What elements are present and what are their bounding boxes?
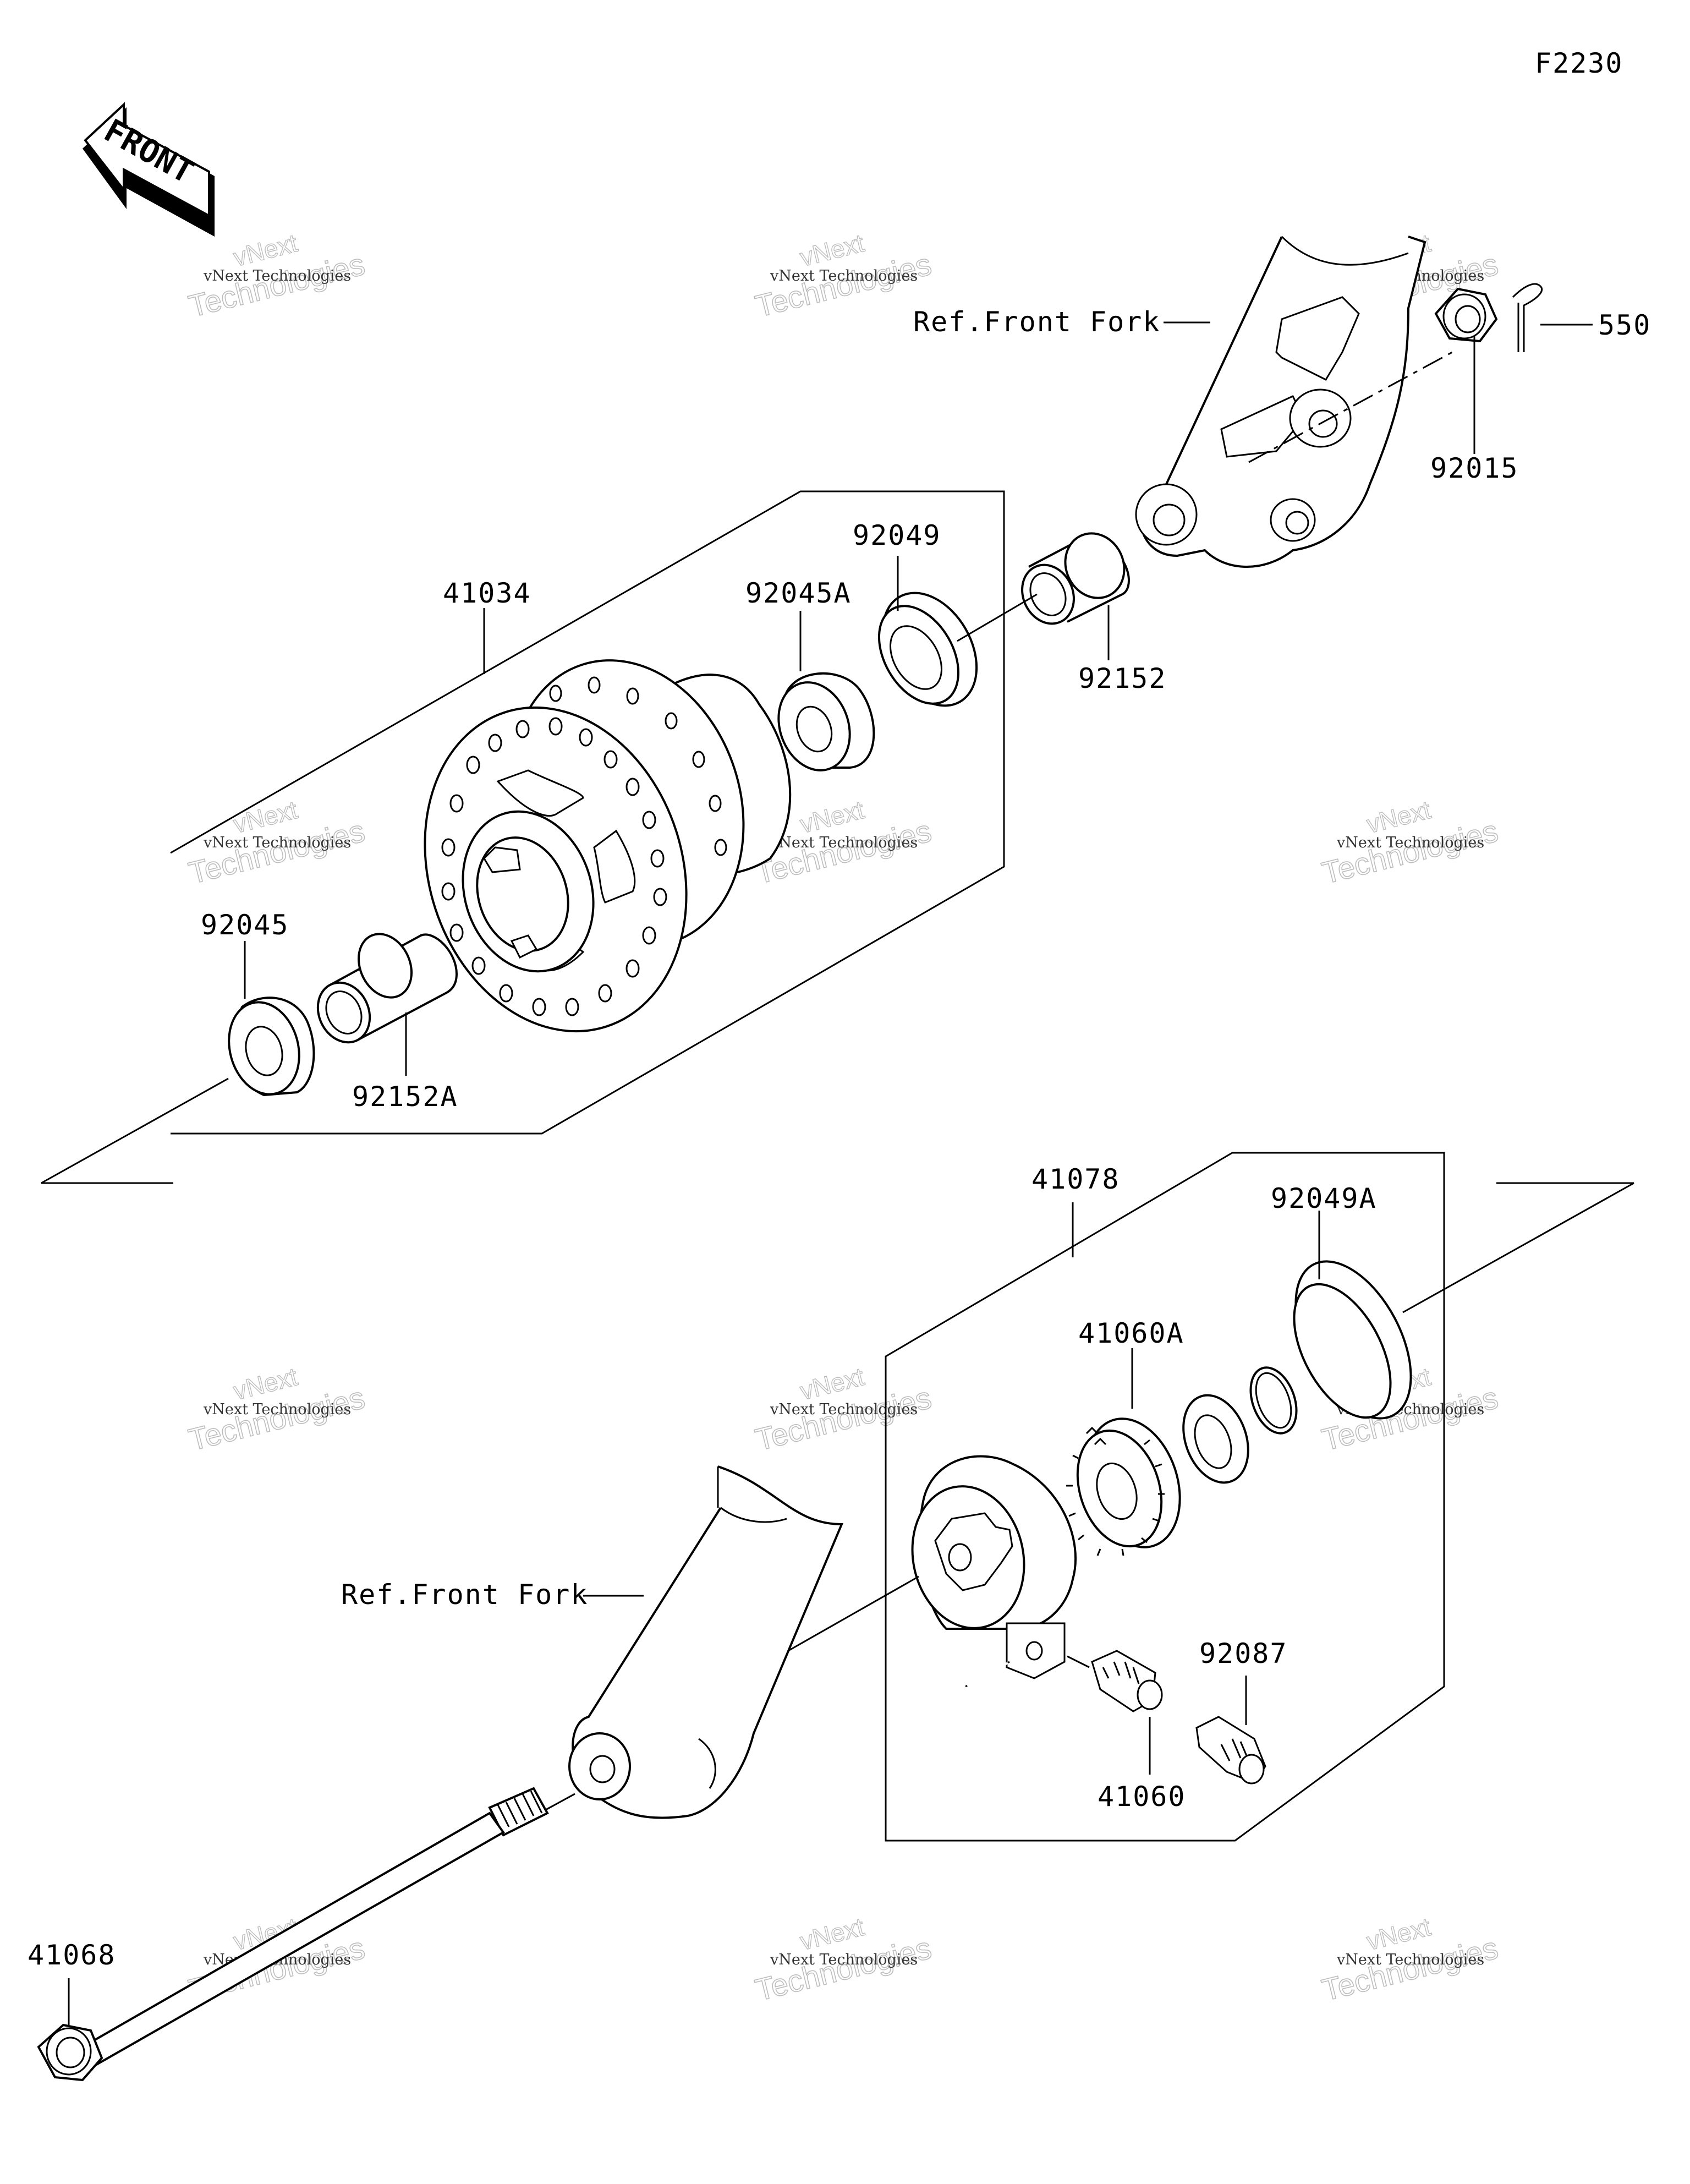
part-92152-collar: [1021, 532, 1130, 625]
diagram-code: F2230: [1535, 47, 1623, 79]
front-fork-lower: [568, 1465, 844, 1819]
part-label-41060A: 41060A: [1078, 1317, 1184, 1349]
watermark-text: vNext Technologies: [770, 1951, 918, 1968]
part-41060-pinion: [1067, 1650, 1163, 1712]
part-label-92087: 92087: [1199, 1638, 1288, 1670]
watermark-text: vNext Technologies: [1336, 1951, 1484, 1968]
part-label-92049: 92049: [853, 519, 941, 551]
part-92049A-seal: [1293, 1260, 1412, 1420]
part-label-92049A: 92049A: [1271, 1183, 1377, 1214]
part-92087-bushing: [1195, 1716, 1266, 1785]
part-92045-bearing: [228, 997, 315, 1097]
watermark-text: vNext Technologies: [770, 834, 918, 851]
part-92152A-collar: [316, 933, 458, 1044]
part-41078-gearbox: [911, 1455, 1077, 1679]
part-label-41060: 41060: [1098, 1781, 1186, 1813]
part-label-550: 550: [1598, 309, 1651, 341]
watermark-text: vNext Technologies: [203, 1401, 351, 1418]
watermark-text: vNext Technologies: [770, 267, 918, 284]
front-arrow-icon: FRONT: [83, 102, 215, 237]
watermark-text: vNext Technologies: [203, 834, 351, 851]
part-41034-hub: [424, 659, 792, 1033]
part-label-92015: 92015: [1430, 452, 1519, 484]
ref-front-fork-upper-label: Ref.Front Fork: [913, 306, 1160, 338]
part-41060A-gear: [1066, 1417, 1181, 1556]
watermark-text: vNext Technologies: [1336, 834, 1484, 851]
watermark-text: vNext Technologies: [770, 1401, 918, 1418]
part-92049-oil-seal: [877, 592, 978, 707]
part-92015-nut: [1434, 287, 1498, 343]
part-label-92045: 92045: [201, 909, 289, 941]
part-92045A-bearing: [777, 672, 875, 771]
watermark-text: vNext Technologies: [203, 267, 351, 284]
part-label-41078: 41078: [1031, 1163, 1120, 1195]
part-41068-axle: [37, 1787, 575, 2082]
part-label-92045A: 92045A: [745, 577, 852, 609]
part-label-41034: 41034: [443, 577, 531, 609]
part-label-41068: 41068: [28, 1939, 116, 1971]
part-label-92152: 92152: [1078, 663, 1167, 694]
disc-holes: [441, 676, 727, 1016]
part-label-92152A: 92152A: [352, 1081, 458, 1113]
part-550-cotter-pin: [1512, 283, 1543, 352]
ref-front-fork-lower-label: Ref.Front Fork: [341, 1579, 588, 1611]
front-fork-upper: [1135, 236, 1453, 568]
